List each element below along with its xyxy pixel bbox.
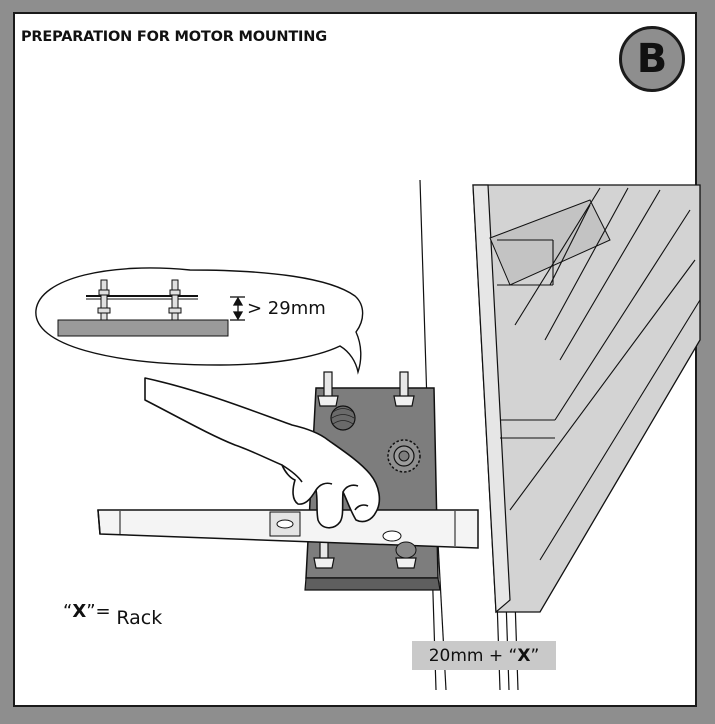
legend-text: Rack (116, 607, 163, 629)
page-title: PREPARATION FOR MOTOR MOUNTING (21, 29, 327, 45)
offset-base: 20mm + “ (428, 645, 518, 666)
offset-label: 20mm + “ X” (412, 641, 556, 670)
step-badge: B (619, 26, 685, 92)
legend-x-symbol: X (72, 601, 87, 622)
offset-x-symbol: X (517, 645, 531, 666)
gear-icon (387, 439, 421, 473)
height-measurement-label: > 29mm (247, 298, 326, 319)
rack-legend: “X”= Rack (63, 600, 162, 629)
detail-callout (35, 267, 364, 375)
hand-icon (144, 377, 381, 529)
spirit-level-icon (97, 509, 479, 559)
legend-close-quote: ”= (86, 601, 111, 622)
gate (472, 184, 701, 614)
legend-open-quote: “ (63, 601, 73, 622)
offset-close-quote: ” (530, 645, 540, 666)
